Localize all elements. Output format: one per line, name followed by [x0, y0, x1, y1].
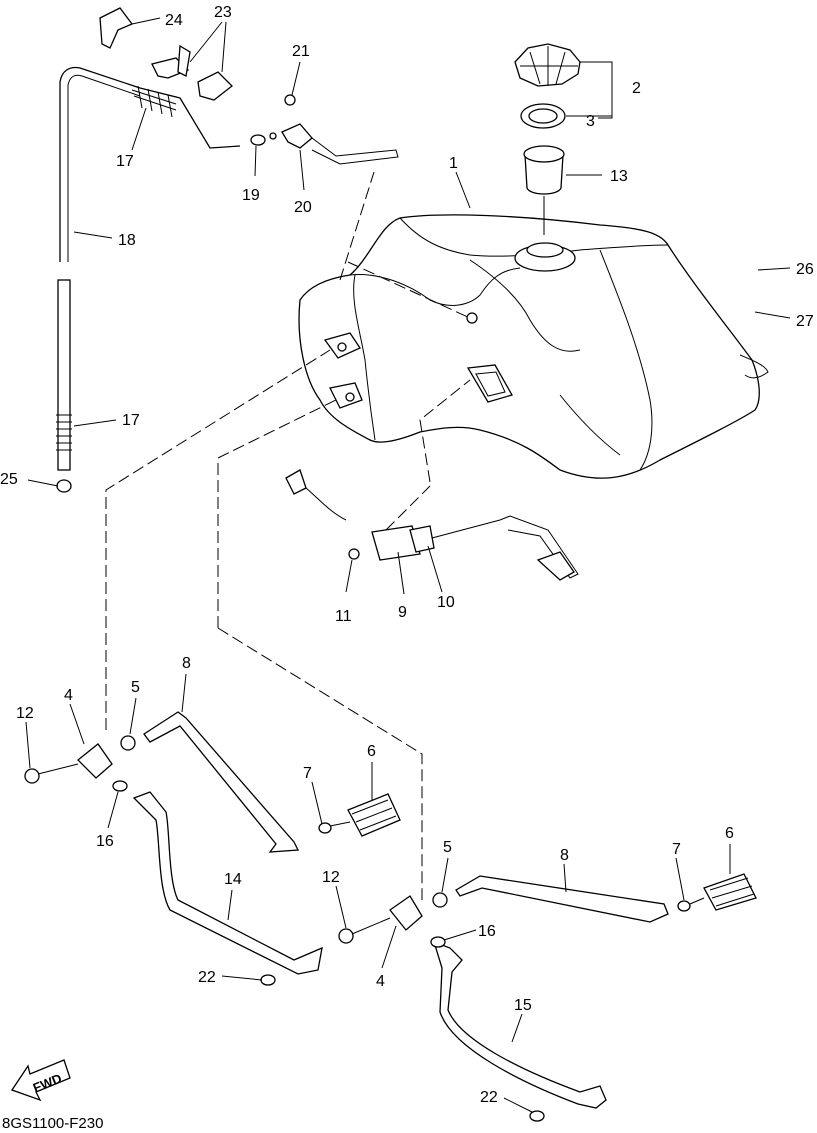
callout-10: 10	[437, 594, 455, 611]
callout-5-right: 5	[443, 839, 452, 856]
callout-8-right: 8	[560, 847, 569, 864]
callout-22-right: 22	[480, 1089, 498, 1106]
callout-3: 3	[586, 113, 595, 130]
callout-26: 26	[796, 261, 814, 278]
right-fuel-line-assembly	[338, 873, 757, 1122]
callout-8-left: 8	[182, 655, 191, 672]
callout-11: 11	[335, 608, 352, 625]
callout-12-left: 12	[16, 705, 34, 722]
callout-13: 13	[610, 168, 628, 185]
callout-27: 27	[796, 313, 814, 330]
callout-2: 2	[632, 80, 641, 97]
callout-25: 25	[0, 471, 18, 488]
callout-14: 14	[224, 871, 242, 888]
callout-4-left: 4	[64, 687, 73, 704]
breather-valve-assembly	[250, 94, 399, 165]
fwd-arrow: FWD	[10, 1059, 71, 1102]
callout-7-right: 7	[672, 841, 681, 858]
callout-23: 23	[214, 4, 232, 21]
callout-22-left: 22	[198, 969, 216, 986]
callout-4-right: 4	[376, 973, 385, 990]
callout-labels: 1 2 3 13 26 27 24 23 21 19 20 17 18 17 2…	[0, 4, 814, 1106]
callout-12-right: 12	[322, 869, 340, 886]
callout-24: 24	[165, 12, 183, 29]
callout-7-left: 7	[303, 765, 312, 782]
cap-gasket	[520, 103, 566, 129]
callout-19: 19	[242, 187, 260, 204]
fuel-filler-filter	[523, 145, 565, 195]
callout-16-left: 16	[96, 833, 114, 850]
leader-lines	[25, 17, 791, 1113]
callout-16-right: 16	[478, 923, 496, 940]
callout-6-right: 6	[725, 825, 734, 842]
callout-17-upper: 17	[116, 153, 134, 170]
fuel-level-sender	[285, 469, 579, 581]
fuel-tank	[298, 214, 769, 479]
callout-17-lower: 17	[122, 412, 140, 429]
callout-1: 1	[449, 155, 458, 172]
assembly-guide-lines	[105, 171, 471, 900]
callout-5-left: 5	[131, 679, 140, 696]
callout-15: 15	[514, 997, 532, 1014]
callout-9: 9	[398, 604, 407, 621]
callout-21: 21	[292, 43, 310, 60]
diagram-code: 8GS1100-F230	[2, 1115, 103, 1132]
left-fuel-line-assembly	[24, 711, 401, 986]
callout-20: 20	[294, 199, 312, 216]
fuel-tank-cap	[514, 43, 581, 87]
callout-6-left: 6	[367, 743, 376, 760]
callout-18: 18	[118, 232, 136, 249]
breather-hose-assembly	[56, 7, 241, 493]
